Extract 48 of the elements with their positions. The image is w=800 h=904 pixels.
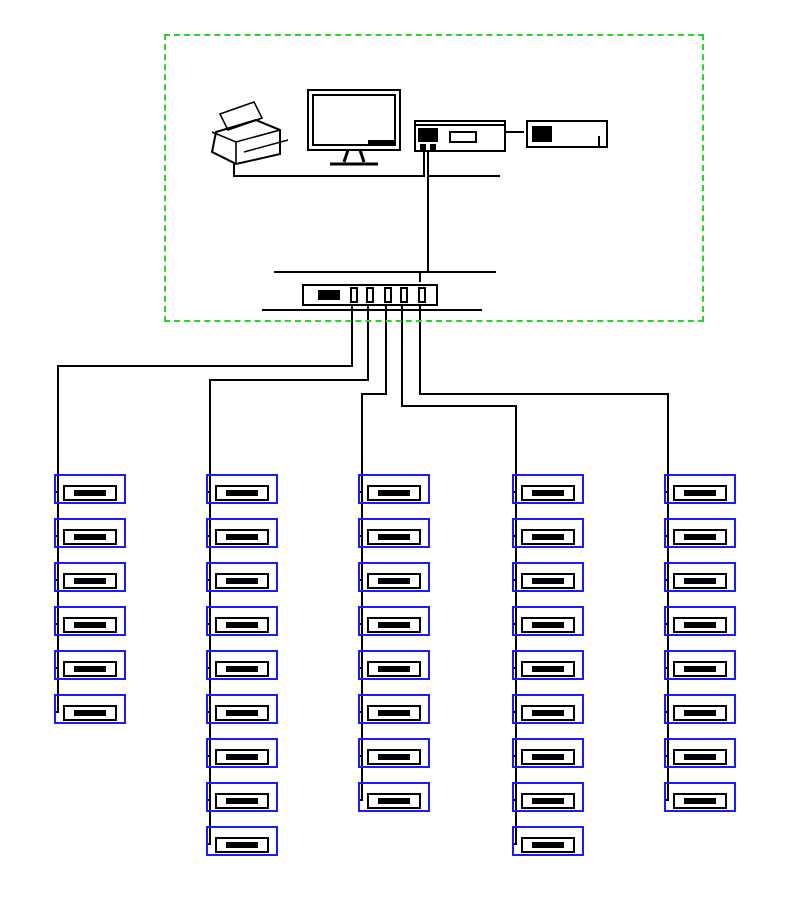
monitor-drawing [304, 88, 404, 168]
meter-box [54, 650, 126, 680]
meter-box [54, 694, 126, 724]
connector-line [503, 131, 525, 133]
meter-box [358, 518, 430, 548]
meter-box [54, 474, 126, 504]
meter-box [206, 826, 278, 856]
meter-box [54, 606, 126, 636]
meter-box [512, 606, 584, 636]
meter-box [206, 738, 278, 768]
meter-box [54, 518, 126, 548]
meter-box [512, 826, 584, 856]
switch-drawing [302, 284, 438, 306]
meter-box [358, 474, 430, 504]
meter-box [358, 782, 430, 812]
meter-box [512, 738, 584, 768]
meter-box [206, 474, 278, 504]
meter-box [206, 782, 278, 812]
meter-box [206, 650, 278, 680]
meter-box [358, 606, 430, 636]
meter-box [512, 518, 584, 548]
meter-box [664, 694, 736, 724]
meter-box [512, 694, 584, 724]
meter-box [358, 738, 430, 768]
meter-box [664, 518, 736, 548]
meter-box [664, 562, 736, 592]
meter-box [206, 562, 278, 592]
meter-box [664, 738, 736, 768]
meter-box [358, 650, 430, 680]
meter-box [512, 474, 584, 504]
connector-line [419, 149, 429, 283]
meter-box [358, 562, 430, 592]
meter-box [206, 694, 278, 724]
connector-line [233, 149, 425, 177]
meter-box [54, 562, 126, 592]
meter-box [512, 562, 584, 592]
meter-box [664, 606, 736, 636]
meter-box [512, 782, 584, 812]
meter-box [664, 474, 736, 504]
device-drawing [526, 120, 608, 148]
meter-box [206, 606, 278, 636]
meter-box [358, 694, 430, 724]
meter-box [664, 782, 736, 812]
computer-drawing [414, 120, 506, 152]
meter-box [206, 518, 278, 548]
meter-box [664, 650, 736, 680]
dashed-region [164, 34, 704, 322]
meter-box [512, 650, 584, 680]
